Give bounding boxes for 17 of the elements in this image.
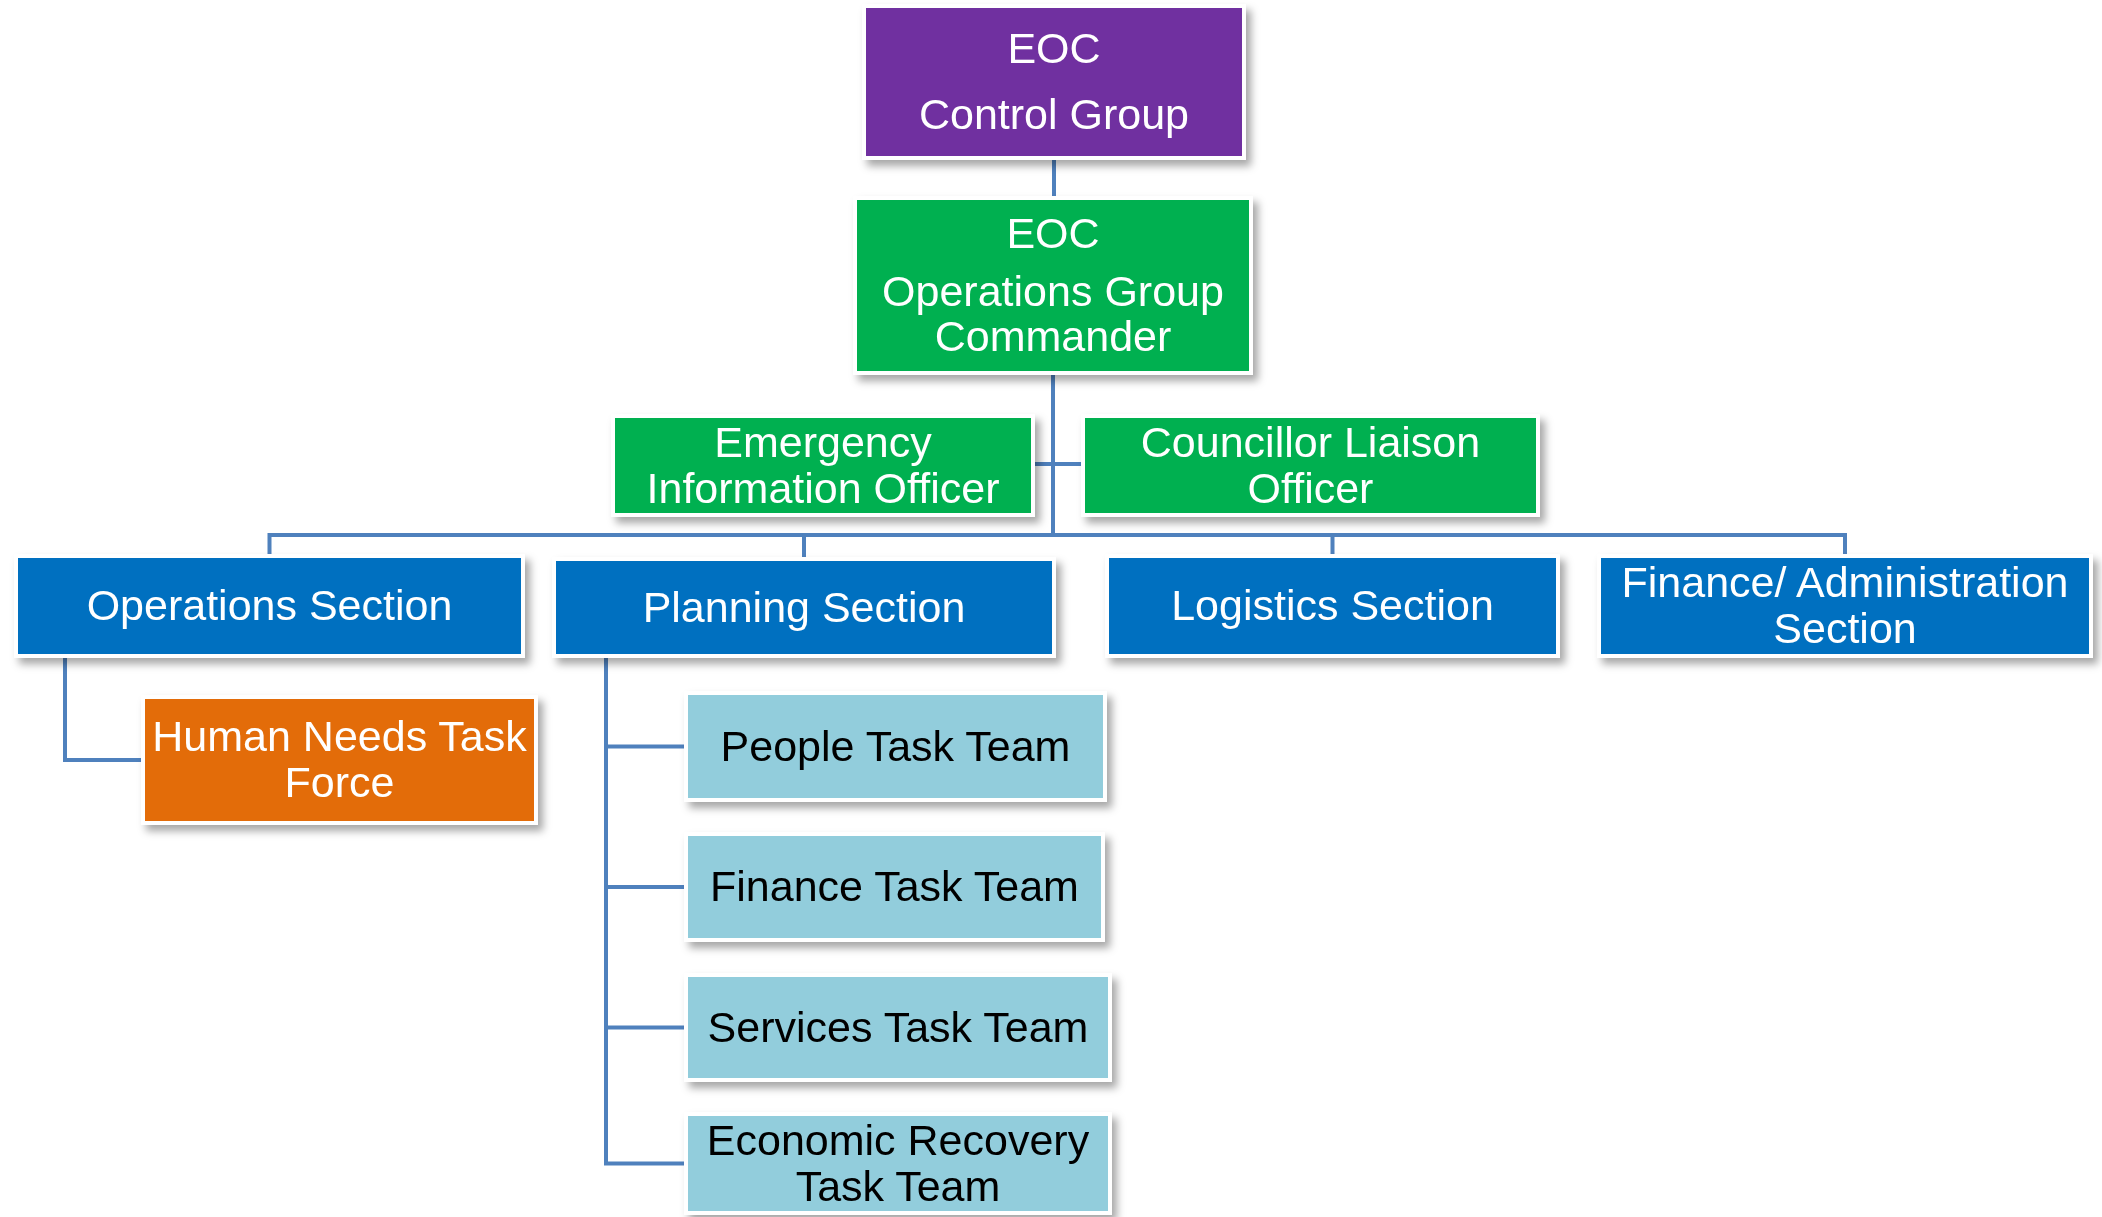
box-label: Finance/ Administration Section bbox=[1620, 560, 2070, 652]
box-label: EOC bbox=[1006, 211, 1100, 257]
box-label: Logistics Section bbox=[1171, 583, 1494, 629]
box-label: Councillor Liaison Officer bbox=[1139, 419, 1482, 512]
box-label: Finance Task Team bbox=[710, 864, 1079, 910]
box-label: Human Needs Task Force bbox=[151, 714, 528, 806]
box-label: Services Task Team bbox=[707, 1004, 1089, 1051]
connector-line bbox=[1052, 160, 1056, 196]
box-label: Planning Section bbox=[642, 584, 966, 631]
box-label: Operations Group Commander bbox=[881, 268, 1225, 360]
box-label: EOC bbox=[1007, 26, 1101, 72]
connector-line bbox=[63, 658, 141, 762]
box-label: Emergency Information Officer bbox=[645, 419, 1001, 512]
box-label: Economic Recovery Task Team bbox=[705, 1117, 1091, 1210]
box-label: Control Group bbox=[918, 92, 1190, 138]
box-label: People Task Team bbox=[720, 723, 1071, 770]
box-label: Operations Section bbox=[86, 583, 453, 629]
